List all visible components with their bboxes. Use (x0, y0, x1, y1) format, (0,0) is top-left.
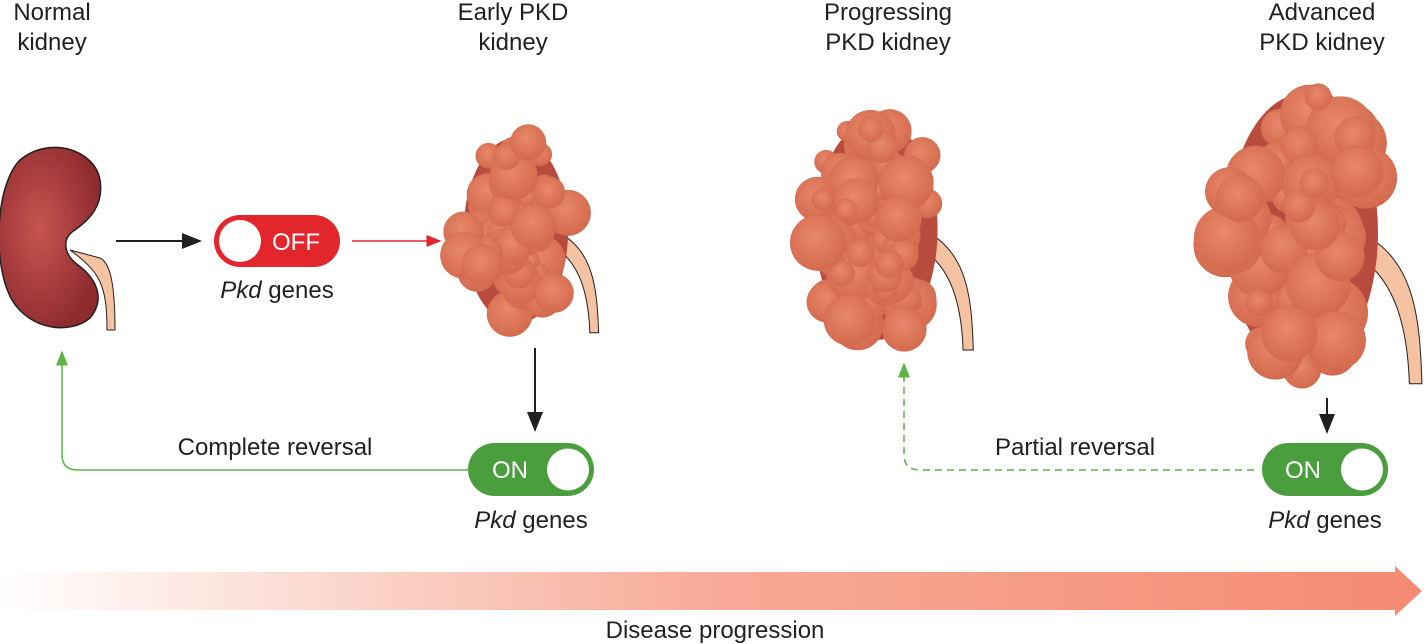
complete-reversal-arrow (56, 350, 468, 471)
cyst (789, 214, 847, 271)
title-line: Early PKD (458, 0, 569, 26)
cyst (811, 188, 835, 211)
cyst (828, 260, 855, 287)
on-label: ON (492, 457, 528, 484)
title-line: Normal (13, 0, 90, 26)
complete-reversal-label: Complete reversal (178, 434, 373, 461)
cyst (1216, 174, 1264, 222)
progressing-pkd-kidney-icon (789, 109, 974, 352)
cyst (510, 124, 547, 161)
off-switch: OFF (214, 215, 340, 267)
partial-reversal-label: Partial reversal (995, 434, 1155, 461)
cyst (846, 239, 874, 268)
cyst (823, 294, 875, 346)
early-pkd-kidney-icon (440, 124, 600, 337)
gene-name: Pkd (220, 277, 262, 304)
gene-name: Pkd (474, 507, 516, 534)
disease-progression-label: Disease progression (606, 617, 825, 644)
gene-suffix: genes (1310, 507, 1382, 534)
cyst (1261, 305, 1318, 362)
advanced-pkd-kidney-icon (1193, 83, 1423, 389)
cyst (511, 203, 557, 249)
cyst (875, 249, 904, 279)
cyst (534, 273, 574, 313)
stage-title-advanced: Advanced PKD kidney (1259, 0, 1384, 56)
pkd-genes-label: Pkd genes (220, 277, 333, 304)
title-line: PKD kidney (825, 29, 950, 56)
title-line: kidney (17, 29, 86, 56)
pkd-genes-label: Pkd genes (1268, 507, 1381, 534)
cyst (1299, 168, 1330, 199)
title-line: Advanced (1269, 0, 1376, 26)
cyst (461, 244, 503, 286)
title-line: kidney (478, 29, 547, 56)
normal-kidney-icon (0, 146, 116, 331)
on-switch: ON (468, 443, 594, 496)
gene-suffix: genes (262, 277, 334, 304)
on-switch: ON (1262, 443, 1388, 496)
title-line: PKD kidney (1259, 29, 1384, 56)
cyst (1331, 145, 1384, 198)
cyst (1282, 189, 1316, 223)
gene-suffix: genes (516, 507, 588, 534)
pkd-genes-label: Pkd genes (474, 507, 587, 534)
disease-progression-arrow (0, 566, 1422, 616)
cyst (858, 116, 884, 142)
off-label: OFF (272, 229, 320, 256)
gene-name: Pkd (1268, 507, 1310, 534)
cyst (881, 306, 927, 352)
stage-title-progressing: Progressing PKD kidney (824, 0, 952, 56)
cyst (1304, 83, 1332, 111)
on-label: ON (1285, 457, 1321, 484)
title-line: Progressing (824, 0, 952, 26)
cyst (835, 199, 858, 222)
cyst (1245, 289, 1273, 317)
cyst (533, 176, 566, 209)
stage-title-normal: Normal kidney (13, 0, 90, 56)
stage-title-early: Early PKD kidney (458, 0, 569, 56)
cyst (875, 195, 922, 242)
